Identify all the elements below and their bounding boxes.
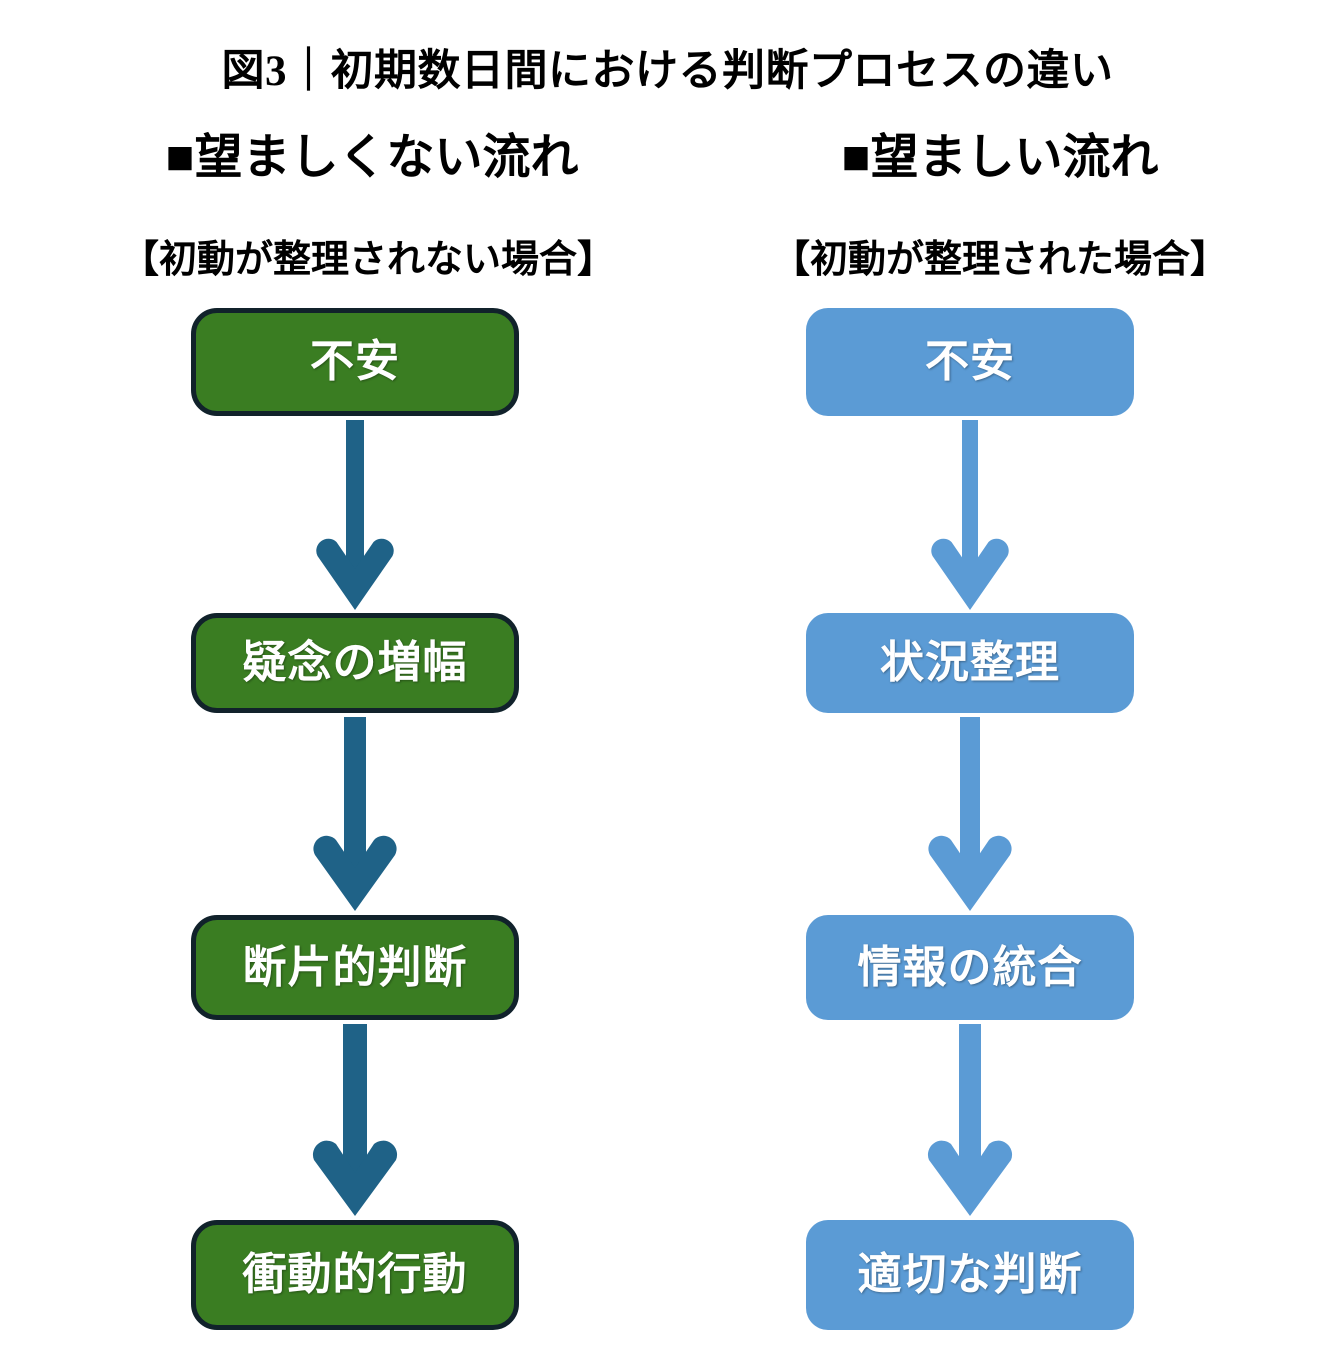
flow-node-desirable-1[interactable]: 不安: [806, 308, 1134, 416]
flow-arrow-undesirable-3: [299, 1024, 411, 1216]
column-subtitle-desirable: 【初動が整理された場合】: [771, 239, 1228, 281]
column-header-desirable: ■望ましい流れ: [841, 131, 1159, 184]
flow-node-undesirable-3[interactable]: 断片的判断: [191, 915, 519, 1020]
column-desirable: ■望ましい流れ 【初動が整理された場合】 不安 状況整理 情報の統合: [670, 0, 1270, 1350]
column-subtitle-undesirable: 【初動が整理されない場合】: [120, 239, 615, 281]
flow-arrow-desirable-2: [914, 717, 1026, 911]
flow-arrow-undesirable-2: [299, 717, 411, 911]
flow-arrow-undesirable-1: [299, 420, 411, 610]
flow-node-undesirable-1[interactable]: 不安: [191, 308, 519, 416]
column-undesirable: ■望ましくない流れ 【初動が整理されない場合】 不安 疑念の増幅 断片的判断: [60, 0, 660, 1350]
flow-node-undesirable-2[interactable]: 疑念の増幅: [191, 613, 519, 713]
flow-node-undesirable-4[interactable]: 衝動的行動: [191, 1220, 519, 1330]
figure-title: 図3｜初期数日間における判断プロセスの違い: [221, 48, 1114, 95]
flow-node-desirable-3[interactable]: 情報の統合: [806, 915, 1134, 1020]
flow-node-desirable-4[interactable]: 適切な判断: [806, 1220, 1134, 1330]
flow-arrow-desirable-3: [914, 1024, 1026, 1216]
flow-node-desirable-2[interactable]: 状況整理: [806, 613, 1134, 713]
flow-arrow-desirable-1: [914, 420, 1026, 610]
column-header-undesirable: ■望ましくない流れ: [165, 131, 579, 184]
